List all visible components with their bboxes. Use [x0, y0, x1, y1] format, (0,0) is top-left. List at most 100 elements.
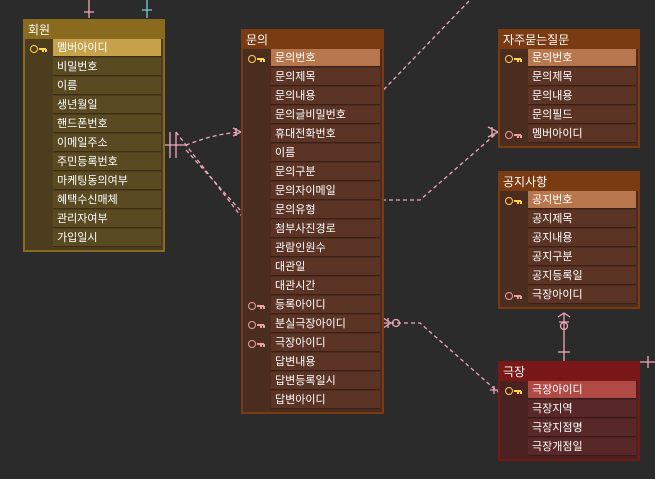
- column-icon-slot: [243, 163, 271, 182]
- foreign-key-icon: [500, 125, 528, 144]
- column-row[interactable]: 대관일: [243, 258, 382, 277]
- column-row[interactable]: 멤버아이디: [25, 39, 163, 58]
- column-row[interactable]: 답변등록일시: [243, 372, 382, 391]
- column-row[interactable]: 가입일시: [25, 229, 163, 248]
- column-name: 첨부사진경로: [271, 220, 380, 238]
- entity-title: 문의: [243, 31, 382, 49]
- column-row[interactable]: 생년월일: [25, 96, 163, 115]
- column-row[interactable]: 분실극장아이디: [243, 315, 382, 334]
- column-name: 극장아이디: [271, 334, 380, 352]
- column-row[interactable]: 문의구분: [243, 163, 382, 182]
- column-row[interactable]: 마케팅동의여부: [25, 172, 163, 191]
- column-name: 휴대전화번호: [271, 125, 380, 143]
- column-row[interactable]: 문의내용: [500, 87, 638, 106]
- column-icon-slot: [500, 68, 528, 87]
- rel-inquiry-theater: [383, 322, 499, 393]
- column-row[interactable]: 답변내용: [243, 353, 382, 372]
- column-icon-slot: [25, 191, 53, 210]
- column-row[interactable]: 문의번호: [500, 49, 638, 68]
- column-row[interactable]: 휴대전화번호: [243, 125, 382, 144]
- rel-stub-top-blue: [142, 0, 152, 18]
- column-name: 멤버아이디: [53, 39, 161, 57]
- column-row[interactable]: 핸드폰번호: [25, 115, 163, 134]
- column-name: 문의번호: [528, 49, 636, 67]
- column-icon-slot: [243, 144, 271, 163]
- column-name: 문의번호: [271, 49, 380, 67]
- column-row[interactable]: 문의자이메일: [243, 182, 382, 201]
- column-icon-slot: [25, 153, 53, 172]
- column-name: 생년월일: [53, 96, 161, 114]
- column-icon-slot: [25, 172, 53, 191]
- column-row[interactable]: 관리자여부: [25, 210, 163, 229]
- foreign-key-icon: [243, 296, 271, 315]
- column-name: 대관시간: [271, 277, 380, 295]
- column-icon-slot: [243, 106, 271, 125]
- column-icon-slot: [243, 68, 271, 87]
- column-row[interactable]: 문의필드: [500, 106, 638, 125]
- column-row[interactable]: 공지구분: [500, 248, 638, 267]
- column-row[interactable]: 문의유형: [243, 201, 382, 220]
- column-icon-slot: [243, 182, 271, 201]
- column-row[interactable]: 극장개점일: [500, 438, 638, 457]
- column-name: 문의제목: [271, 68, 380, 86]
- column-row[interactable]: 주민등록번호: [25, 153, 163, 172]
- column-row[interactable]: 공지등록일: [500, 267, 638, 286]
- column-icon-slot: [25, 210, 53, 229]
- column-name: 관람인원수: [271, 239, 380, 257]
- column-row[interactable]: 극장아이디: [500, 381, 638, 400]
- foreign-key-icon: [243, 334, 271, 353]
- column-row[interactable]: 극장지역: [500, 400, 638, 419]
- column-row[interactable]: 관람인원수: [243, 239, 382, 258]
- column-icon-slot: [500, 267, 528, 286]
- column-icon-slot: [500, 106, 528, 125]
- column-row[interactable]: 답변아이디: [243, 391, 382, 410]
- column-icon-slot: [25, 134, 53, 153]
- column-name: 관리자여부: [53, 210, 161, 228]
- column-icon-slot: [243, 372, 271, 391]
- column-name: 가입일시: [53, 229, 161, 247]
- column-row[interactable]: 비밀번호: [25, 58, 163, 77]
- column-row[interactable]: 문의글비밀번호: [243, 106, 382, 125]
- column-name: 답변등록일시: [271, 372, 380, 390]
- column-icon-slot: [243, 201, 271, 220]
- column-row[interactable]: 공지내용: [500, 229, 638, 248]
- column-icon-slot: [500, 210, 528, 229]
- column-icon-slot: [243, 220, 271, 239]
- column-row[interactable]: 공지번호: [500, 191, 638, 210]
- column-name: 문의자이메일: [271, 182, 380, 200]
- column-name: 문의구분: [271, 163, 380, 181]
- column-name: 공지번호: [528, 191, 636, 209]
- column-name: 주민등록번호: [53, 153, 161, 171]
- column-row[interactable]: 극장아이디: [500, 286, 638, 305]
- column-row[interactable]: 문의번호: [243, 49, 382, 68]
- column-row[interactable]: 문의제목: [243, 68, 382, 87]
- column-icon-slot: [500, 438, 528, 457]
- column-icon-slot: [500, 229, 528, 248]
- column-name: 이메일주소: [53, 134, 161, 152]
- column-row[interactable]: 문의내용: [243, 87, 382, 106]
- column-row[interactable]: 공지제목: [500, 210, 638, 229]
- column-row[interactable]: 이름: [25, 77, 163, 96]
- column-name: 공지등록일: [528, 267, 636, 285]
- column-row[interactable]: 문의제목: [500, 68, 638, 87]
- column-row[interactable]: 등록아이디: [243, 296, 382, 315]
- primary-key-icon: [500, 49, 528, 68]
- column-row[interactable]: 첨부사진경로: [243, 220, 382, 239]
- column-row[interactable]: 극장아이디: [243, 334, 382, 353]
- column-row[interactable]: 혜택수신매체: [25, 191, 163, 210]
- column-row[interactable]: 멤버아이디: [500, 125, 638, 144]
- column-row[interactable]: 대관시간: [243, 277, 382, 296]
- column-icon-slot: [243, 258, 271, 277]
- column-row[interactable]: 이메일주소: [25, 134, 163, 153]
- entity-title: 자주묻는질문: [500, 31, 638, 49]
- column-row[interactable]: 이름: [243, 144, 382, 163]
- column-row[interactable]: 극장지점명: [500, 419, 638, 438]
